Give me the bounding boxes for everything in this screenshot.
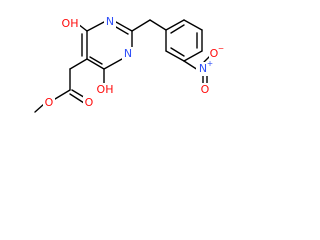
bond-c4-c5	[86, 58, 105, 70]
bond-ar5	[165, 50, 185, 62]
bond-n1-c2	[115, 21, 133, 32]
bond-carbonyl-o	[54, 89, 71, 100]
bond-aryl-nitro	[183, 60, 199, 71]
o-carbonyl-label: O	[85, 96, 94, 109]
nitro-o-bottom-label: O	[201, 83, 210, 96]
bond-carbonyl-double-2	[69, 93, 85, 104]
benzene-ring	[165, 19, 203, 62]
bond-ar1	[165, 19, 185, 31]
nitro-n-charge: +	[207, 59, 213, 68]
bond-c2-ch2	[131, 19, 151, 32]
nitro-o-top-label: O	[210, 47, 219, 60]
atom-oh-top: OH	[60, 17, 80, 31]
bond-ar4	[183, 50, 203, 62]
bond-n1-c2-double	[115, 26, 129, 35]
atom-oh-bottom: OH	[95, 83, 115, 97]
bond-c6-n1	[86, 21, 105, 32]
atom-nitro-n: N +	[196, 59, 213, 76]
nitro-n-label: N	[199, 62, 207, 75]
bond-ar-inner1	[170, 24, 185, 34]
atom-n-bottom: N	[122, 47, 134, 61]
bond-ar-inner3	[170, 47, 185, 57]
atom-nitro-o-top: O −	[209, 44, 225, 61]
oh-top-label: OH	[62, 17, 79, 30]
atom-nitro-o-bottom: O	[199, 83, 211, 97]
bond-c4-c5-double	[89, 56, 103, 65]
oh-bottom-label: OH	[97, 83, 114, 96]
bond-o-methyl	[34, 103, 45, 113]
structure-diagram: OH N N OH O O N + O − O	[34, 15, 225, 113]
bond-ch2-aryl	[149, 19, 167, 31]
atom-o-ether: O	[43, 96, 55, 110]
atom-o-carbonyl: O	[83, 96, 95, 110]
bond-c5-ch2	[69, 58, 88, 70]
nitro-o-top-charge: −	[218, 44, 224, 53]
atom-n-top: N	[104, 15, 116, 29]
n-top-label: N	[106, 15, 114, 28]
bond-n3-c4	[103, 58, 123, 70]
n-bottom-label: N	[124, 47, 132, 60]
o-ether-label: O	[45, 96, 54, 109]
bond-ar2	[183, 19, 203, 31]
pyrimidine-ring	[81, 21, 133, 70]
